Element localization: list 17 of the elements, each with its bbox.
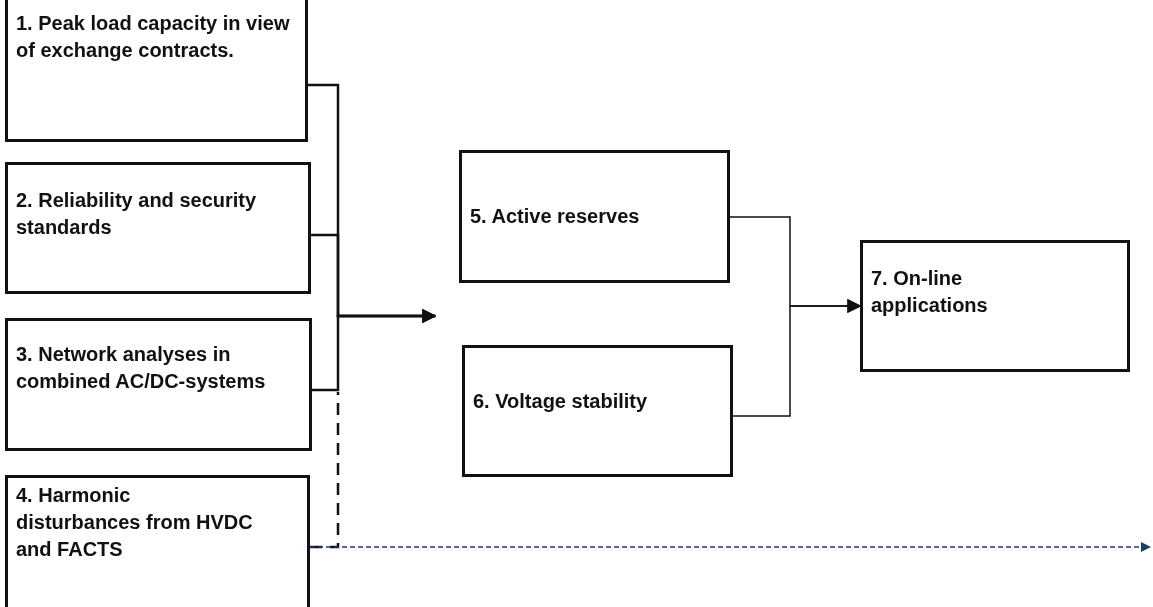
text-box [860, 240, 1130, 372]
text-box [5, 0, 308, 142]
box-label: 1. Peak load capacity in view of exchange contracts. [16, 11, 291, 63]
text-box [5, 475, 310, 607]
box-label: 5. Active reserves [470, 204, 641, 229]
text-box [5, 162, 311, 294]
dashed-arrow [309, 542, 1151, 552]
arrow [312, 309, 437, 392]
text-box [5, 318, 312, 451]
box-label: 3. Network analyses in combined AC/DC-systems [16, 342, 267, 394]
box-label: 7. On-line applications [871, 266, 989, 318]
box-label: 4. Harmonic disturbances from HVDC and FACTS [16, 483, 254, 562]
text-box [462, 345, 733, 477]
box-label: 2. Reliability and security standards [16, 188, 258, 240]
box-label: 6. Voltage stability [473, 389, 649, 414]
text-box [459, 150, 730, 283]
arrow [732, 299, 862, 417]
